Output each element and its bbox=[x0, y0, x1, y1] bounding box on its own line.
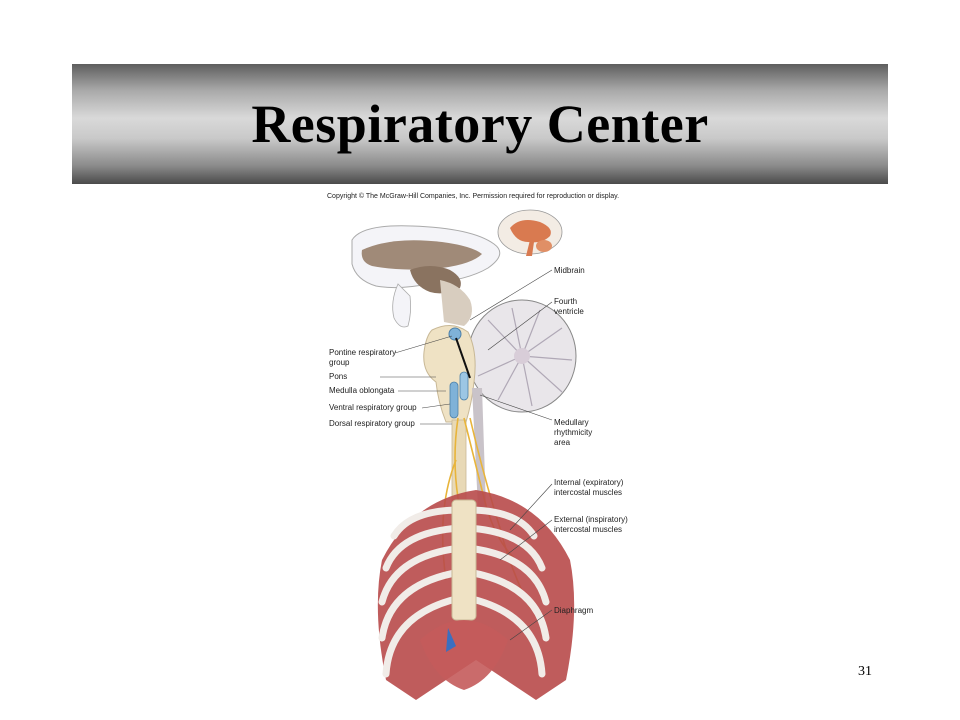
label-ventral: Ventral respiratory group bbox=[329, 403, 417, 412]
cerebrum-section bbox=[351, 225, 501, 328]
label-external-1: External (inspiratory) bbox=[554, 515, 628, 524]
label-fourth-ventricle-2: ventricle bbox=[554, 307, 584, 316]
label-medullary-2: rhythmicity bbox=[554, 428, 593, 437]
label-internal-2: intercostal muscles bbox=[554, 488, 623, 497]
brainstem bbox=[423, 325, 486, 511]
label-fourth-ventricle-1: Fourth bbox=[554, 297, 578, 306]
label-medullary-3: area bbox=[554, 438, 571, 447]
copyright-notice: Copyright © The McGraw-Hill Companies, I… bbox=[327, 193, 620, 200]
leader-lines bbox=[380, 269, 553, 641]
label-pontine-1: Pontine respiratory bbox=[329, 348, 397, 357]
rib-cage bbox=[377, 490, 575, 700]
label-medulla: Medulla oblongata bbox=[329, 386, 395, 395]
slide-title: Respiratory Center bbox=[251, 94, 709, 154]
label-external-2: intercostal muscles bbox=[554, 525, 623, 534]
label-midbrain: Midbrain bbox=[554, 266, 585, 275]
label-pons: Pons bbox=[329, 372, 348, 381]
label-diaphragm: Diaphragm bbox=[554, 606, 594, 615]
label-internal-1: Internal (expiratory) bbox=[554, 478, 624, 487]
title-bar: Respiratory Center bbox=[72, 64, 888, 184]
brain-inset-icon bbox=[497, 209, 563, 256]
label-dorsal: Dorsal respiratory group bbox=[329, 419, 415, 428]
respiratory-center-diagram bbox=[351, 209, 577, 700]
label-pontine-2: group bbox=[329, 358, 350, 367]
label-medullary-1: Medullary bbox=[554, 418, 589, 427]
page-number: 31 bbox=[858, 664, 872, 679]
